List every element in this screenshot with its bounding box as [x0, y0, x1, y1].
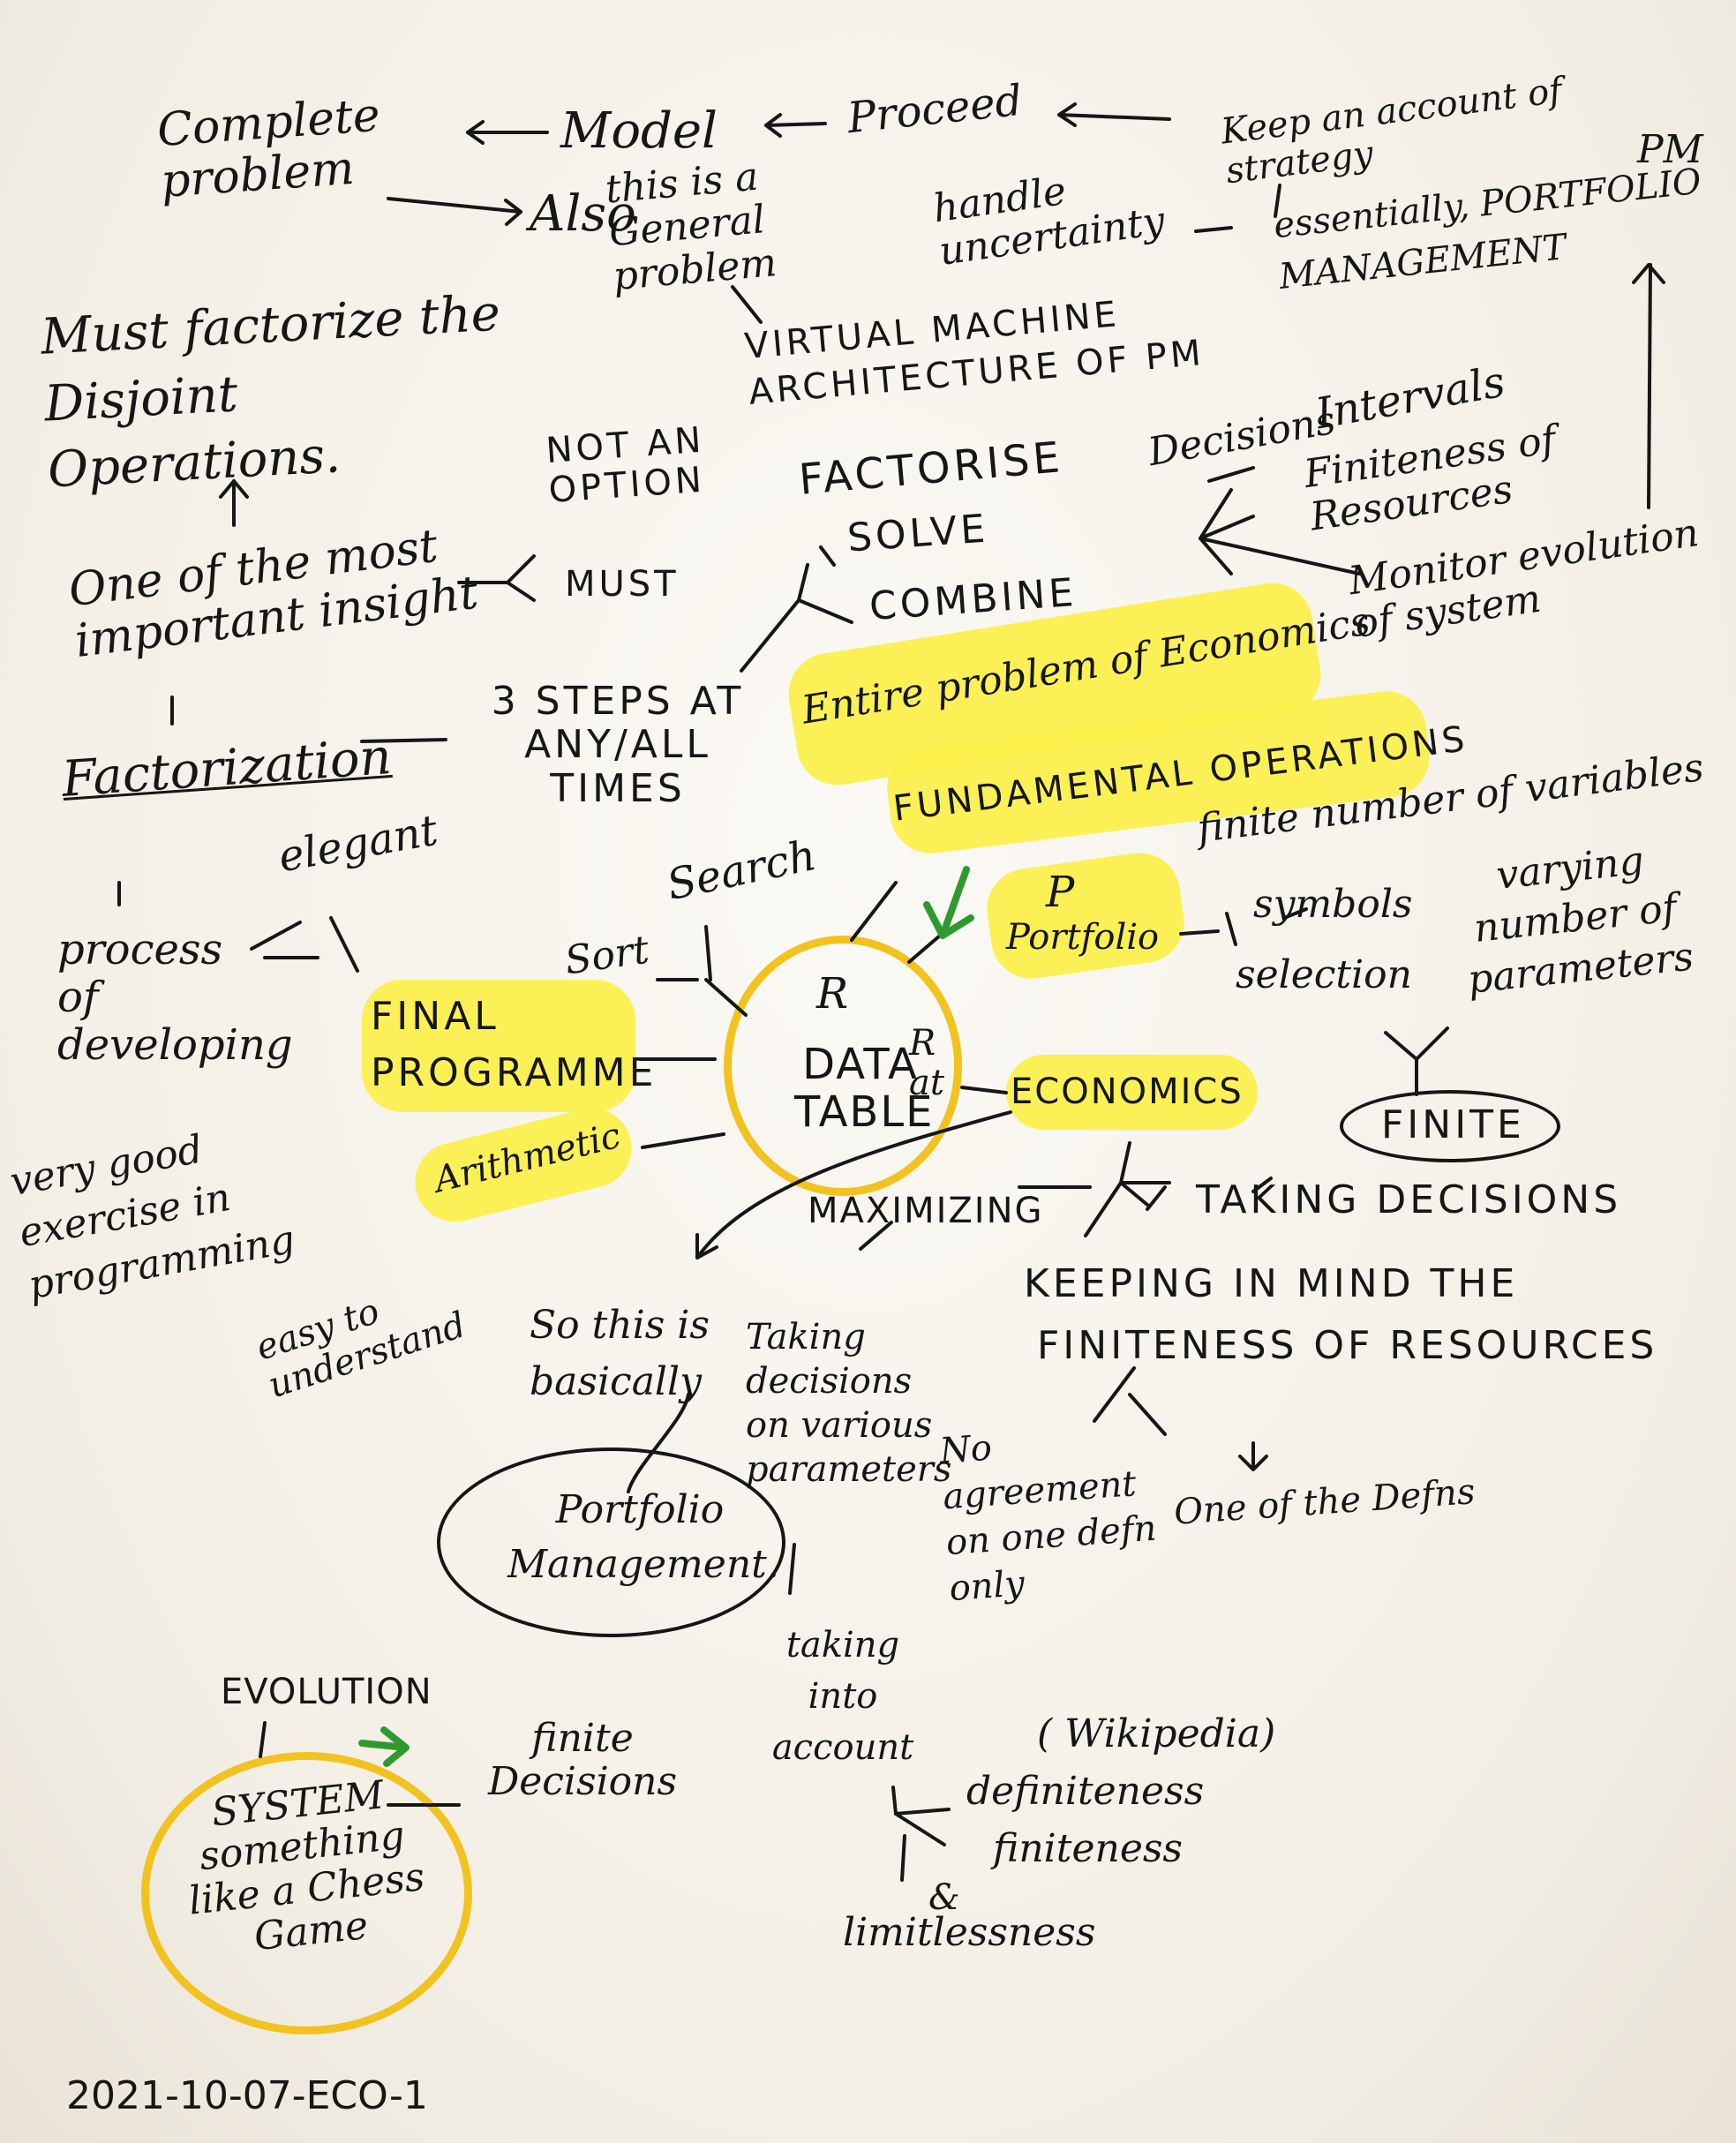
node-must-factorize: Must factorize the Disjoint Operations.: [39, 284, 502, 500]
footer-doc-id: 2021-10-07-ECO-1: [66, 2073, 428, 2118]
node-finite: FINITE: [1381, 1102, 1525, 1147]
node-p-letter: P: [1046, 868, 1075, 917]
node-portfolio: Portfolio: [1006, 917, 1160, 958]
node-evolution: EVOLUTION: [221, 1672, 432, 1712]
node-three-steps: 3 STEPS AT ANY/ALL TIMES: [491, 679, 745, 811]
highlight-final-programme: [362, 980, 635, 1112]
node-economics: ECONOMICS: [1011, 1072, 1244, 1112]
node-process-of-developing: process of developing: [57, 925, 293, 1070]
node-taking-decisions-params: Taking decisions on various parameters: [746, 1317, 952, 1490]
node-final-programme: FINAL PROGRAMME: [371, 994, 658, 1095]
node-and-symbol: &: [928, 1877, 960, 1918]
node-wikipedia: ( Wikipedia): [1037, 1711, 1276, 1756]
node-symbols: symbols: [1253, 882, 1413, 927]
node-pm: PM: [1637, 127, 1703, 172]
node-model: Model: [560, 102, 718, 160]
node-general-problem: this is a General problem: [603, 154, 778, 299]
oval-finite: [1340, 1090, 1560, 1162]
node-so-this-is-basically: So this is basically: [530, 1303, 710, 1404]
node-taking-into-account: taking into account: [771, 1625, 914, 1768]
node-system-chess-game: SYSTEM something like a Chess Game: [186, 1772, 427, 1960]
node-r-at: R at: [909, 1023, 944, 1103]
node-no-agreement: No agreement on one defn only: [938, 1427, 1158, 1610]
ring-system: [141, 1752, 472, 2034]
node-limitlessness: limitlessness: [843, 1910, 1096, 1955]
node-complete-problem: Complete problem: [155, 88, 382, 209]
node-varying-number-of-parameters: varying number of parameters: [1465, 838, 1696, 1004]
node-finiteness-of-resources-caps: FINITENESS OF RESOURCES: [1037, 1323, 1658, 1368]
node-also: Also: [530, 185, 636, 243]
node-finiteness: finiteness: [993, 1826, 1184, 1871]
node-portfolio-management: Portfolio Management.: [507, 1487, 779, 1587]
node-solve: SOLVE: [845, 506, 990, 561]
node-maximizing: MAXIMIZING: [808, 1191, 1044, 1231]
node-taking-decisions-caps: TAKING DECISIONS: [1196, 1177, 1622, 1222]
ring-data-table: [724, 936, 962, 1196]
node-must: MUST: [565, 564, 680, 605]
oval-portfolio-management: [437, 1447, 785, 1637]
node-finite-decisions: finite Decisions: [487, 1716, 678, 1805]
node-keeping-in-mind: KEEPING IN MIND THE: [1024, 1261, 1519, 1306]
node-definiteness: definiteness: [966, 1769, 1205, 1814]
node-not-an-option: NOT AN OPTION: [545, 419, 707, 511]
highlight-economics: [1006, 1055, 1258, 1130]
node-data-table: DATA TABLE: [794, 1040, 935, 1137]
node-selection: selection: [1236, 952, 1412, 997]
node-r-letter: R: [816, 969, 849, 1019]
